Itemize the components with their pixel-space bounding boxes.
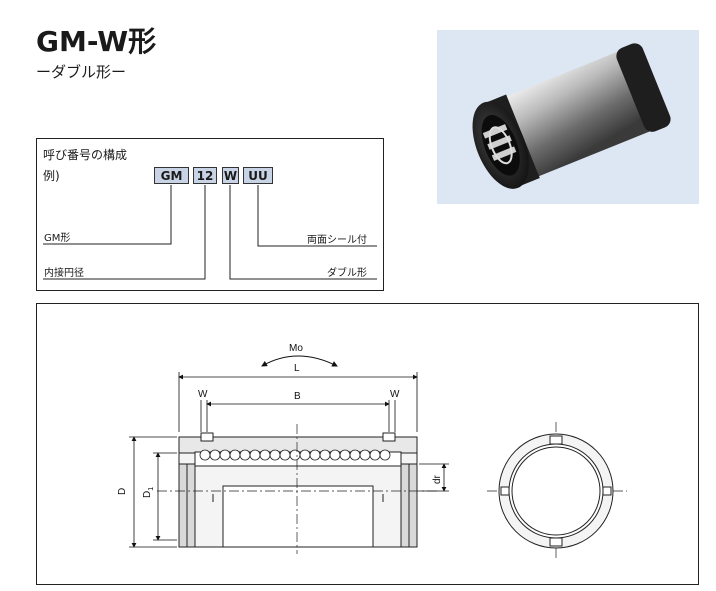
designation-heading: 呼び番号の構成	[43, 148, 128, 162]
label-inner-diameter: 内接円径	[44, 268, 84, 279]
code-chip-seal: UU	[243, 167, 273, 184]
bearing-photo-illustration	[472, 43, 671, 189]
label-seals: 両面シール付	[307, 235, 367, 246]
label-double-type: ダブル形	[327, 268, 367, 279]
designation-box: 呼び番号の構成 例) GM 12 W UU GM形 内接円径 ダブル形 両面シー…	[36, 138, 384, 291]
ball-row	[199, 449, 391, 461]
code-chip-series: GM	[154, 167, 189, 184]
page-subtitle: ーダブル形ー	[36, 63, 127, 81]
dim-d1: D1	[142, 487, 155, 498]
dim-l: L	[294, 363, 300, 374]
label-series: GM形	[44, 233, 71, 244]
product-photo	[437, 30, 699, 204]
page-title: GM-W形	[36, 25, 157, 58]
dim-b: B	[294, 391, 301, 402]
dim-d1-sub: 1	[148, 487, 155, 491]
code-chip-diameter: 12	[193, 167, 217, 184]
code-chip-double: W	[222, 167, 239, 184]
dim-dr: dr	[432, 474, 443, 484]
example-label: 例)	[43, 169, 60, 183]
technical-drawing: Mo L B W W	[36, 303, 699, 585]
end-view	[498, 433, 614, 549]
dim-d1-main: D	[142, 491, 153, 498]
drawing-canvas: Mo L B W W	[117, 343, 627, 559]
dim-mo: Mo	[289, 343, 303, 354]
mo-arc	[261, 355, 338, 367]
dim-w-right: W	[390, 389, 400, 400]
dim-d: D	[117, 488, 128, 495]
dim-w-left: W	[198, 389, 208, 400]
designation-leader-lines	[43, 185, 377, 280]
